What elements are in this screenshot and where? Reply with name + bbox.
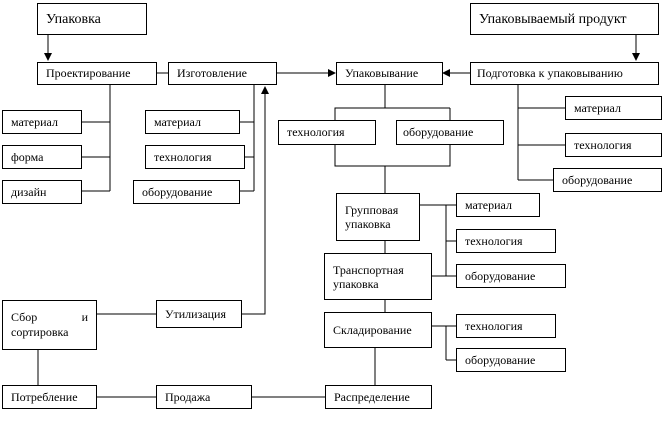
arrow-utilization-to-manufacture [242, 86, 269, 315]
box-packaging: Упаковывание [336, 62, 443, 85]
box-manufacture: Изготовление [168, 62, 277, 85]
box-transport-packaging: Транспортная упаковка [324, 253, 432, 300]
box-storage-equipment: оборудование [456, 348, 566, 372]
box-packaging-technology: технология [278, 120, 376, 145]
box-packaging-equipment: оборудование [396, 120, 504, 145]
box-group-packaging: Групповая упаковка [336, 193, 420, 241]
box-storage-technology: технология [456, 314, 556, 338]
tree-packaging [334, 85, 386, 120]
box-manufacture-material: материал [145, 110, 240, 134]
box-design-style: дизайн [2, 180, 82, 204]
box-transport-equipment: оборудование [456, 264, 566, 288]
box-consumption: Потребление [2, 385, 97, 409]
box-group-technology: технология [456, 229, 556, 253]
box-manufacture-technology: технология [145, 145, 245, 169]
box-utilization: Утилизация [156, 300, 242, 328]
box-distribution: Распределение [325, 385, 432, 409]
box-collection: Сбор и сортировка [2, 300, 97, 350]
box-design: Проектирование [37, 62, 157, 85]
box-preparation-technology: технология [565, 133, 662, 157]
box-manufacture-equipment: оборудование [133, 180, 240, 204]
box-preparation-material: материал [565, 96, 662, 120]
box-group-material: материал [456, 193, 540, 217]
box-packing: Упаковка [37, 3, 147, 35]
box-design-material: материал [2, 110, 82, 134]
box-preparation-equipment: оборудование [553, 168, 662, 192]
box-storage: Складирование [324, 312, 432, 348]
box-preparation: Подготовка к упаковыванию [470, 62, 659, 85]
box-sale: Продажа [156, 385, 252, 409]
box-packed-product: Упаковываемый продукт [470, 3, 659, 35]
box-design-form: форма [2, 145, 82, 169]
